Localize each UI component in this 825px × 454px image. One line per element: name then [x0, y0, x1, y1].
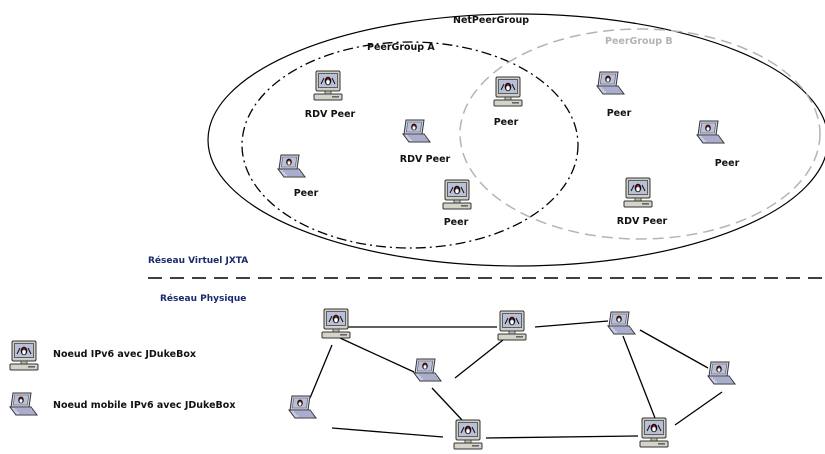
node-label: Peer: [715, 158, 740, 169]
legend-item-laptop: Noeud mobile IPv6 avec JDukeBox: [9, 392, 235, 416]
desktop-computer-icon: [623, 177, 653, 208]
legend-label-laptop: Noeud mobile IPv6 avec JDukeBox: [53, 400, 235, 411]
peergroup-a-ellipse: [241, 41, 579, 249]
physical-link: [622, 335, 656, 419]
peergroup-b-ellipse: [459, 28, 821, 240]
desktop-computer-icon: [442, 179, 472, 210]
virtual-node-rdv-desktop-1: RDV Peer: [305, 70, 356, 120]
virtual-node-laptop-b-top: Peer: [596, 71, 632, 119]
desktop-computer-icon: [497, 310, 527, 341]
physical-nodes: [288, 308, 736, 450]
laptop-icon: [288, 395, 317, 419]
netpeergroup-ellipse: [207, 13, 825, 267]
peergroup-b-label: PeerGroup B: [605, 36, 673, 47]
virtual-network: NetPeerGroup PeerGroup A PeerGroup B RDV…: [207, 13, 825, 267]
laptop-icon: [413, 358, 442, 382]
laptop-icon: [696, 120, 725, 144]
laptop-icon: [277, 154, 306, 178]
virtual-node-desktop-bottom: Peer: [442, 179, 472, 228]
legend: Noeud IPv6 avec JDukeBox Noeud mobile IP…: [9, 340, 235, 416]
laptop-icon: [607, 311, 636, 335]
node-label: Peer: [494, 117, 519, 128]
node-label: RDV Peer: [305, 109, 356, 120]
node-label: RDV Peer: [617, 216, 668, 227]
node-label: RDV Peer: [400, 154, 451, 165]
laptop-icon: [9, 392, 38, 416]
physical-network-section-label: Réseau Physique: [160, 293, 246, 304]
physical-link: [339, 337, 415, 373]
node-label: Peer: [444, 217, 469, 228]
desktop-computer-icon: [493, 76, 523, 107]
physical-link: [639, 329, 709, 369]
physical-link: [674, 391, 723, 426]
netpeergroup-label: NetPeerGroup: [453, 15, 529, 26]
physical-link: [431, 387, 463, 421]
node-label: Peer: [294, 188, 319, 199]
physical-link: [454, 339, 504, 379]
virtual-node-laptop-left: Peer: [277, 154, 319, 199]
node-label: Peer: [607, 108, 632, 119]
physical-link: [485, 435, 639, 439]
desktop-computer-icon: [9, 340, 39, 371]
virtual-node-rdv-desktop-2: RDV Peer: [617, 177, 668, 227]
laptop-icon: [402, 119, 431, 143]
peergroup-a-label: PeerGroup A: [367, 42, 435, 53]
legend-label-desktop: Noeud IPv6 avec JDukeBox: [53, 349, 196, 360]
physical-link: [309, 344, 333, 399]
laptop-icon: [596, 71, 625, 95]
desktop-computer-icon: [639, 417, 669, 448]
virtual-network-section-label: Réseau Virtuel JXTA: [148, 255, 248, 266]
desktop-computer-icon: [453, 419, 483, 450]
physical-link: [534, 320, 609, 328]
virtual-node-desktop-shared: Peer: [493, 76, 523, 128]
laptop-icon: [707, 361, 736, 385]
desktop-computer-icon: [321, 308, 351, 339]
physical-links: [309, 320, 723, 439]
virtual-node-laptop-b-right: Peer: [696, 120, 740, 169]
physical-link: [331, 427, 444, 438]
legend-item-desktop: Noeud IPv6 avec JDukeBox: [9, 340, 196, 371]
virtual-node-rdv-laptop: RDV Peer: [400, 119, 451, 165]
desktop-computer-icon: [313, 70, 343, 101]
